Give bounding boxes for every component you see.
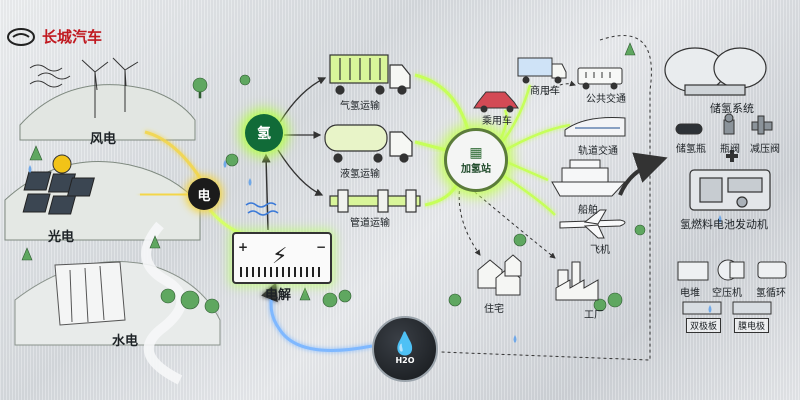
great-wall-logo-icon — [7, 27, 35, 46]
solar-power-label: 光电 — [48, 230, 75, 245]
fuel-cell-engine-icon — [689, 169, 771, 211]
plus-icon — [726, 150, 738, 162]
tank-label: 储氢瓶 — [676, 144, 706, 155]
flow-water-to-electrolysis — [261, 282, 373, 352]
gas-transport-label: 气氢运输 — [340, 101, 380, 112]
flow-electrolysis-to-hydrogen — [261, 153, 271, 231]
passenger-car-icon — [473, 91, 519, 113]
electrolysis-grid — [240, 267, 324, 277]
bipolar-plate-label: 双极板 — [686, 318, 722, 333]
hydrogen-storage-system-icon — [664, 47, 767, 96]
flow-gas-to-station — [414, 73, 470, 131]
airplane-icon — [559, 209, 626, 239]
pipeline-transport-label: 管道运输 — [350, 218, 390, 229]
river — [141, 221, 187, 385]
water-label: H2O — [395, 355, 415, 365]
bus-label: 公共交通 — [586, 94, 626, 105]
flow-hydrogen-to-pipeline — [277, 149, 324, 196]
stack-label: 电堆 — [680, 288, 700, 299]
water-node: 💧 H2O — [372, 316, 438, 382]
hydrogen-station-node: ▦ 加氢站 — [444, 128, 508, 192]
hydro-power-label: 水电 — [112, 334, 139, 349]
electricity-node: 电 — [188, 178, 220, 210]
station-dashed-arrows — [439, 35, 652, 361]
bus-icon — [577, 67, 623, 90]
storage-system-label: 储氢系统 — [710, 102, 754, 115]
water-drop-icon: 💧 — [391, 331, 419, 357]
circulation-icon — [757, 261, 787, 279]
tank-icon — [675, 123, 703, 135]
regulator-label: 减压阀 — [750, 144, 780, 155]
station-label: 加氢站 — [461, 163, 491, 175]
brand-name: 长城汽车 — [42, 28, 103, 46]
wind-power-label: 风电 — [90, 132, 117, 147]
sun-icon — [52, 154, 72, 174]
stack-icon — [677, 261, 709, 281]
flow-wind-to-electricity — [144, 130, 202, 179]
bipolar-plate-icon — [682, 301, 722, 315]
minus-terminal-icon: − — [315, 240, 326, 254]
commercial-vehicle-label: 商用车 — [530, 86, 560, 97]
station-pillar-icon: ▦ — [469, 144, 483, 161]
pipeline-icon — [329, 189, 421, 213]
compressor-icon — [717, 259, 745, 281]
plus-terminal-icon: + — [238, 240, 249, 254]
flow-solar-to-electricity — [139, 192, 189, 197]
brand-logo: 长城汽车 — [6, 26, 102, 47]
water-droplet-icons — [28, 160, 722, 343]
regulator-icon — [751, 115, 773, 135]
gas-truck-icon — [329, 54, 411, 95]
factory-label: 工厂 — [584, 310, 604, 321]
fuel-cell-engine-label: 氢燃料电池发动机 — [680, 218, 768, 231]
liquid-tanker-icon — [324, 124, 413, 163]
valve-icon — [723, 113, 735, 135]
circulation-label: 氢循环 — [756, 288, 786, 299]
membrane-electrode-icon — [732, 301, 772, 315]
flow-liquid-to-station — [414, 140, 447, 152]
flow-hydrogen-to-gas — [279, 77, 327, 123]
factory-icon — [555, 261, 599, 301]
rail-train-icon — [564, 117, 626, 137]
hydro-dam-icon — [54, 261, 126, 326]
solar-panel-icon — [22, 171, 95, 215]
ship-label: 船舶 — [578, 205, 598, 216]
electrolysis-cell: +− ⚡ — [232, 232, 332, 284]
membrane-electrode-label: 膜电极 — [734, 318, 770, 333]
water-wave-icon — [245, 202, 279, 216]
liquid-transport-label: 液氢运输 — [340, 169, 380, 180]
wind-turbine-icon — [29, 57, 139, 118]
flow-pipeline-to-station — [424, 181, 460, 207]
aircraft-label: 飞机 — [590, 245, 610, 256]
station-distribution-arrows — [497, 84, 571, 216]
compressor-label: 空压机 — [712, 288, 742, 299]
valve-label: 瓶阀 — [720, 144, 740, 155]
hydrogen-node: 氢 — [245, 114, 283, 152]
hill-wind — [19, 84, 196, 141]
passenger-car-label: 乘用车 — [482, 116, 512, 127]
rail-label: 轨道交通 — [578, 146, 618, 157]
lightning-bolt-icon: ⚡ — [272, 244, 288, 269]
ship-icon — [551, 159, 627, 197]
electrolysis-label: 电解 — [265, 288, 292, 303]
commercial-vehicle-icon — [517, 57, 567, 84]
house-icon — [477, 254, 522, 296]
residential-label: 住宅 — [484, 304, 504, 315]
arrow-to-fuel-cell — [618, 152, 668, 196]
tree-icons — [21, 42, 646, 314]
electrolysis-terminals: +− — [238, 240, 326, 254]
